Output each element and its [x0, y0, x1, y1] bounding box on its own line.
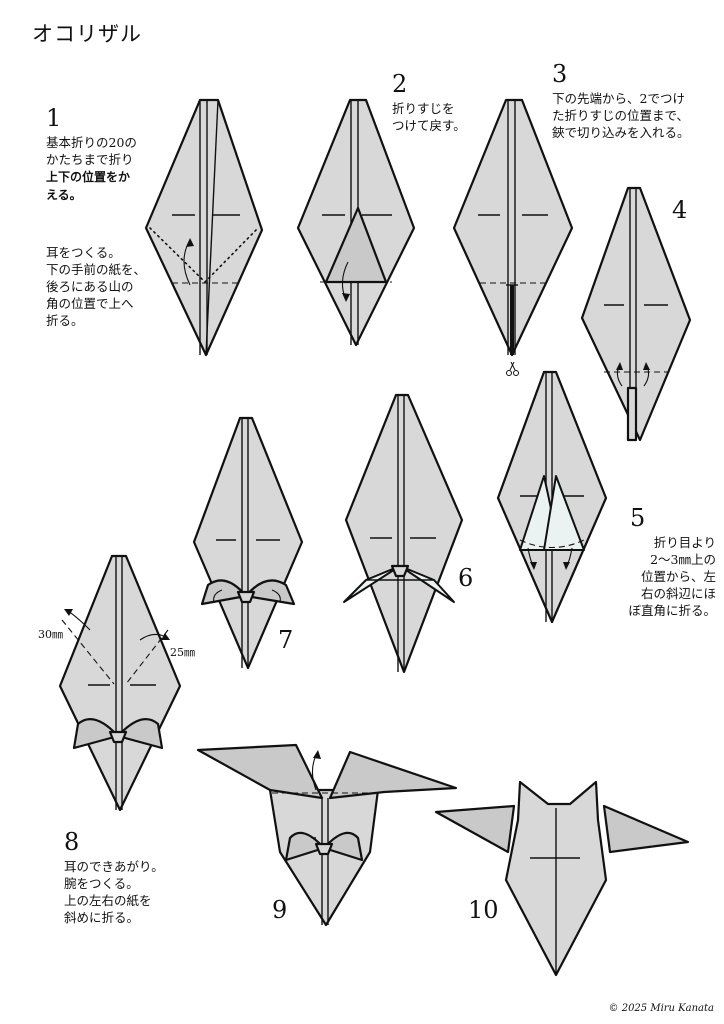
- step-2-text: 折りすじを つけて戻す。: [392, 101, 466, 133]
- step-4-figure: [580, 186, 692, 442]
- step-8-number: 8: [64, 828, 80, 856]
- step-1-text: 基本折りの20の かたちまで折り: [46, 135, 137, 167]
- step-1-figure: [144, 98, 264, 357]
- step-6-figure: [343, 393, 464, 674]
- step-7-number: 7: [278, 626, 294, 654]
- step-10-number: 10: [468, 896, 499, 924]
- step-2-figure: [296, 98, 416, 347]
- step-1-text-2: 耳をつくる。 下の手前の紙を、 後ろにある山の 角の位置で上へ 折る。: [46, 245, 147, 328]
- step-2-number: 2: [392, 70, 408, 98]
- step-5-figure: [496, 370, 608, 624]
- scissors-icon: [506, 361, 519, 376]
- step-4-number: 4: [672, 196, 688, 224]
- step-9-number: 9: [272, 896, 288, 924]
- step-3-text: 下の先端から、2でつけ た折りすじの位置まで、 鋏で切り込みを入れる。: [552, 91, 690, 140]
- step-7-figure: [192, 416, 304, 670]
- step-6-number: 6: [458, 564, 474, 592]
- step-1-number: 1: [46, 104, 62, 132]
- copyright-credit: © 2025 Miru Kanata: [608, 1003, 714, 1014]
- page-title: オコリザル: [32, 22, 142, 46]
- step-8-right-measure: 25㎜: [170, 646, 195, 659]
- step-5-number: 5: [630, 504, 646, 532]
- step-3-figure: [452, 98, 574, 376]
- step-1-bold-text: 上下の位置をか える。: [46, 170, 131, 202]
- step-8-left-measure: 30㎜: [38, 628, 63, 641]
- step-9-figure: [196, 743, 458, 927]
- step-10-figure: [434, 780, 690, 977]
- step-3-number: 3: [552, 60, 568, 88]
- step-5-text: 折り目より 2〜3㎜上の 位置から、左 右の斜辺にほ ぼ直角に折る。: [628, 535, 716, 618]
- step-8-figure: [58, 554, 182, 812]
- step-8-text: 耳のできあがり。 腕をつくる。 上の左右の紙を 斜めに折る。: [64, 859, 164, 925]
